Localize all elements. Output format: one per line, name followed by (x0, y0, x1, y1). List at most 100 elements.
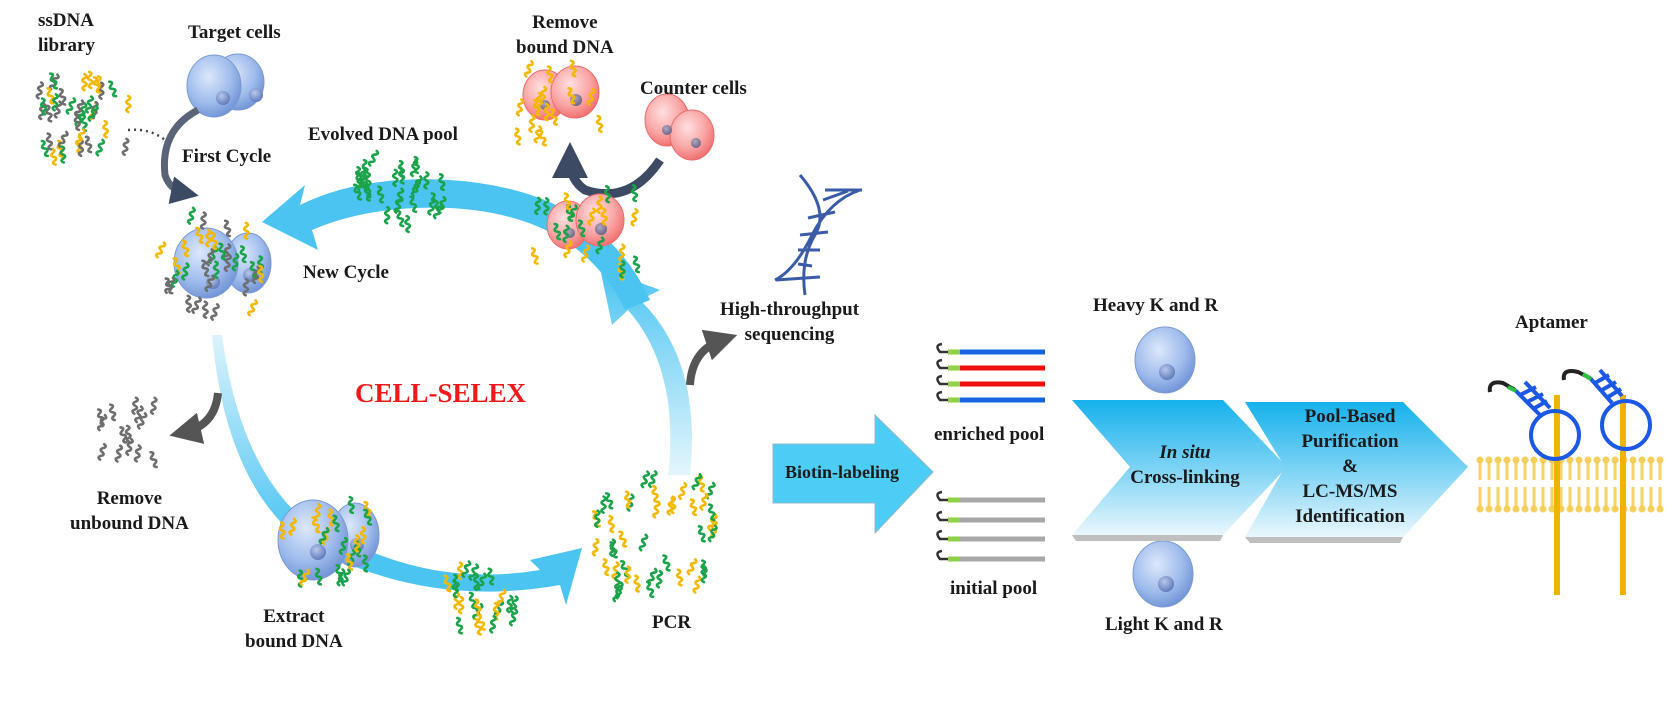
lipid-head (1512, 456, 1520, 464)
dna-strand (78, 102, 88, 121)
label-heavy: Heavy K and R (1093, 295, 1219, 316)
dna-strand (121, 137, 130, 157)
label-remove-unbound: Remove unbound DNA (70, 486, 189, 536)
lipid-head (1539, 505, 1547, 513)
dna-strand (341, 568, 351, 587)
dna-strand (630, 208, 639, 227)
dna-strand (218, 242, 226, 261)
label-extract-bound: Extract bound DNA (245, 604, 343, 654)
dna-strand (332, 514, 340, 533)
dna-strand (84, 95, 95, 114)
dna-strand (181, 239, 190, 258)
dna-strand (181, 262, 190, 281)
dna-strand (662, 554, 671, 572)
dna-strand (336, 568, 346, 587)
lipid-head (1629, 456, 1637, 464)
dna-strand (212, 260, 220, 279)
dna-strand (247, 299, 259, 317)
dna-strand (210, 303, 220, 321)
dna-strand (107, 80, 118, 98)
dna-strand (80, 113, 88, 132)
dna-strand (299, 568, 311, 587)
dna-strand (210, 231, 218, 250)
dna-strand (202, 300, 209, 319)
label-extract-line1: Extract (263, 606, 325, 627)
removed-bound-dna (514, 59, 604, 147)
dna-strand (39, 97, 48, 116)
pcr-dna-cluster (591, 470, 718, 603)
dna-strand (59, 145, 67, 164)
dna-strand (505, 594, 514, 614)
dna-strand (543, 102, 551, 122)
lipid-head (1638, 505, 1646, 513)
dna-strand (619, 260, 626, 279)
dna-strand (409, 195, 418, 214)
lipid-head (1521, 456, 1529, 464)
lipid-head (1602, 505, 1610, 513)
label-counter-cells: Counter cells (640, 78, 747, 99)
dna-strand (488, 615, 497, 634)
insitu-crosslinking-chevron[interactable] (1072, 400, 1287, 541)
dna-strand (697, 525, 706, 543)
label-ampersand: & (1342, 456, 1358, 477)
lipid-head (1575, 456, 1583, 464)
lipid-head (1584, 456, 1592, 464)
dna-strand (97, 442, 107, 462)
dna-strand (355, 165, 363, 185)
dna-strand (455, 616, 464, 635)
label-pcr: PCR (652, 612, 692, 633)
dna-strand (102, 119, 110, 139)
dna-strand (164, 276, 176, 295)
dna-strand (297, 569, 304, 588)
dna-strand (51, 93, 60, 112)
dna-strand (534, 196, 542, 216)
dna-strand (509, 595, 519, 614)
dna-strand (707, 513, 718, 531)
extract-bound-dna (278, 495, 373, 588)
dna-strand (383, 205, 391, 225)
lipid-head (1575, 505, 1583, 513)
purification-chevron[interactable] (1245, 402, 1468, 543)
biotin-hook (936, 490, 948, 502)
dna-strand (58, 88, 67, 106)
dna-strand (131, 396, 140, 415)
dna-strand (438, 173, 446, 192)
dna-strand (563, 240, 573, 259)
dna-strand (409, 158, 419, 178)
biotin-hook (936, 549, 948, 561)
lipid-head (1503, 456, 1511, 464)
dna-strand (249, 260, 258, 279)
dna-strand (609, 538, 617, 558)
dna-strand (367, 149, 380, 167)
lipid-head (1521, 505, 1529, 513)
biotin-tags (1487, 369, 1593, 393)
dna-strand (40, 139, 50, 158)
dna-strand (609, 541, 618, 559)
dna-strand (347, 495, 355, 515)
dna-strand (242, 221, 250, 241)
dna-strand (647, 470, 658, 489)
counter-selection-arrow (552, 142, 664, 199)
lipid-head (1566, 505, 1574, 513)
biotin-labeling-arrow[interactable] (772, 413, 934, 535)
dna-strand (691, 473, 703, 491)
dna-strand (468, 591, 477, 610)
dna-strand (359, 526, 367, 545)
dna-strand (391, 168, 399, 188)
dna-strand (376, 185, 385, 204)
dna-strand (675, 568, 684, 587)
dna-strand (65, 97, 77, 115)
lipid-head (1593, 505, 1601, 513)
dna-strand (361, 554, 370, 573)
dna-strand (186, 206, 196, 225)
lipid-head (1485, 456, 1493, 464)
dna-strand (640, 470, 651, 489)
dna-strand (553, 222, 562, 241)
first-cycle-arrow (160, 106, 200, 204)
biotin-hook (936, 358, 948, 370)
dna-strand (223, 253, 233, 273)
dna-strand (645, 580, 655, 599)
dna-strand (257, 264, 265, 284)
dna-strand (397, 166, 406, 185)
